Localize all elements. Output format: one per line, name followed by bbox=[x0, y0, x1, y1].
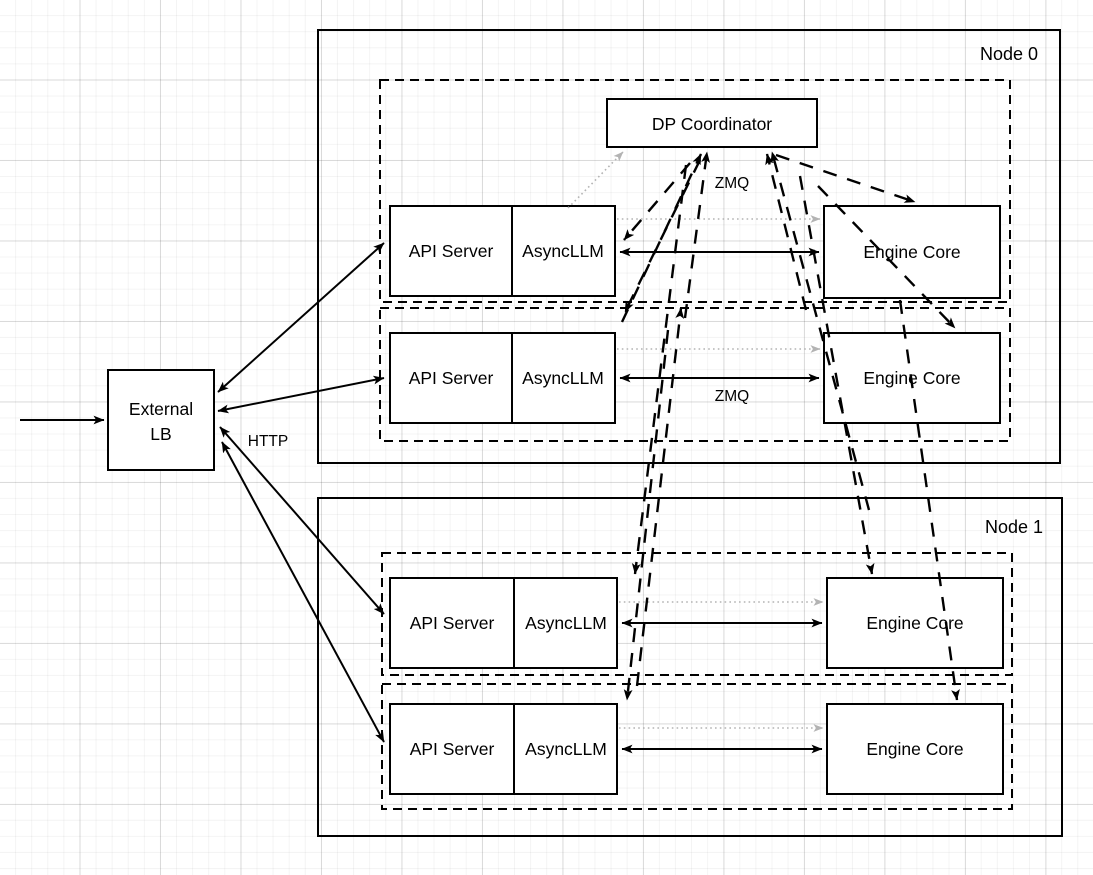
external-lb-label-line2: LB bbox=[150, 424, 171, 444]
lb-to-api-server-0-edge bbox=[217, 242, 385, 393]
dashed-dp-coordinator-to-engine-core-2 bbox=[798, 175, 875, 575]
node-1-group-1-async-llm-label: AsyncLLM bbox=[525, 739, 607, 759]
dashed-dp-coordinator-to-async-llm-2 bbox=[631, 164, 688, 575]
node-0-group-0-api-server-box[interactable] bbox=[389, 205, 616, 297]
dp-coordinator-label: DP Coordinator bbox=[652, 114, 772, 134]
external-lb-box[interactable] bbox=[107, 369, 215, 471]
node-1-group-0-engine-core-label: Engine Core bbox=[866, 613, 963, 633]
lb-to-api-server-1-edge bbox=[217, 375, 385, 414]
node-0-label: Node 0 bbox=[980, 44, 1038, 64]
http-label: HTTP bbox=[248, 433, 288, 450]
node-0-group-1-api-server-label: API Server bbox=[409, 368, 494, 388]
node-0-group-0-api-server-label: API Server bbox=[409, 241, 494, 261]
dashed-node-1-to-dp-coordinator bbox=[635, 307, 685, 687]
dp-coordinator-box[interactable] bbox=[606, 98, 818, 148]
node-1-group-0-async-llm-label: AsyncLLM bbox=[525, 613, 607, 633]
lb-to-api-server-2-edge bbox=[219, 426, 385, 615]
dashed-engine-core-3-to-dp-coordinator bbox=[770, 151, 871, 511]
node-1-group-0-api-server-box[interactable] bbox=[389, 577, 618, 669]
node-0-group-1-async-llm-label: AsyncLLM bbox=[522, 368, 604, 388]
dashed-dp-coordinator-to-async-llm-3 bbox=[623, 329, 670, 701]
dashed-dp-coordinator-to-async-llm-1 bbox=[623, 159, 702, 313]
node-1-group-0-api-server-label: API Server bbox=[410, 613, 495, 633]
node-1-group-1-api-server-box[interactable] bbox=[389, 703, 618, 795]
node-0-group-1-api-server-box[interactable] bbox=[389, 332, 616, 424]
node-1-group-0-engine-core-box[interactable] bbox=[826, 577, 1004, 669]
node-0-group-0-engine-core-label: Engine Core bbox=[863, 242, 960, 262]
node-1-label: Node 1 bbox=[985, 517, 1043, 537]
dashed-dp-coordinator-to-async-llm-0 bbox=[623, 162, 691, 241]
node-0-group-0-async-llm-label: AsyncLLM bbox=[522, 241, 604, 261]
node-0-group-0-container bbox=[379, 79, 1011, 303]
node-1-group-1-engine-core-box[interactable] bbox=[826, 703, 1004, 795]
dashed-dp-coordinator-to-engine-core-3 bbox=[898, 299, 960, 701]
node-1-group-1-engine-core-label: Engine Core bbox=[866, 739, 963, 759]
lb-to-api-server-3-edge bbox=[221, 441, 385, 743]
dashed-engine-core-2-to-dp-coordinator bbox=[683, 151, 710, 319]
node-1-group-1-container bbox=[381, 683, 1013, 810]
dashed-dp-coordinator-to-engine-core-1 bbox=[817, 185, 956, 329]
external-lb-label-line1: External bbox=[129, 399, 193, 419]
dotted-async-llm-0-to-dp-coordinator bbox=[567, 151, 624, 209]
node-1-group-1-api-server-label: API Server bbox=[410, 739, 495, 759]
dashed-engine-core-0-to-dp-coordinator bbox=[765, 153, 808, 311]
zmq-label-top: ZMQ bbox=[715, 175, 749, 192]
zmq-label-second: ZMQ bbox=[715, 388, 749, 405]
dashed-dp-coordinator-to-engine-core-0 bbox=[775, 153, 916, 204]
